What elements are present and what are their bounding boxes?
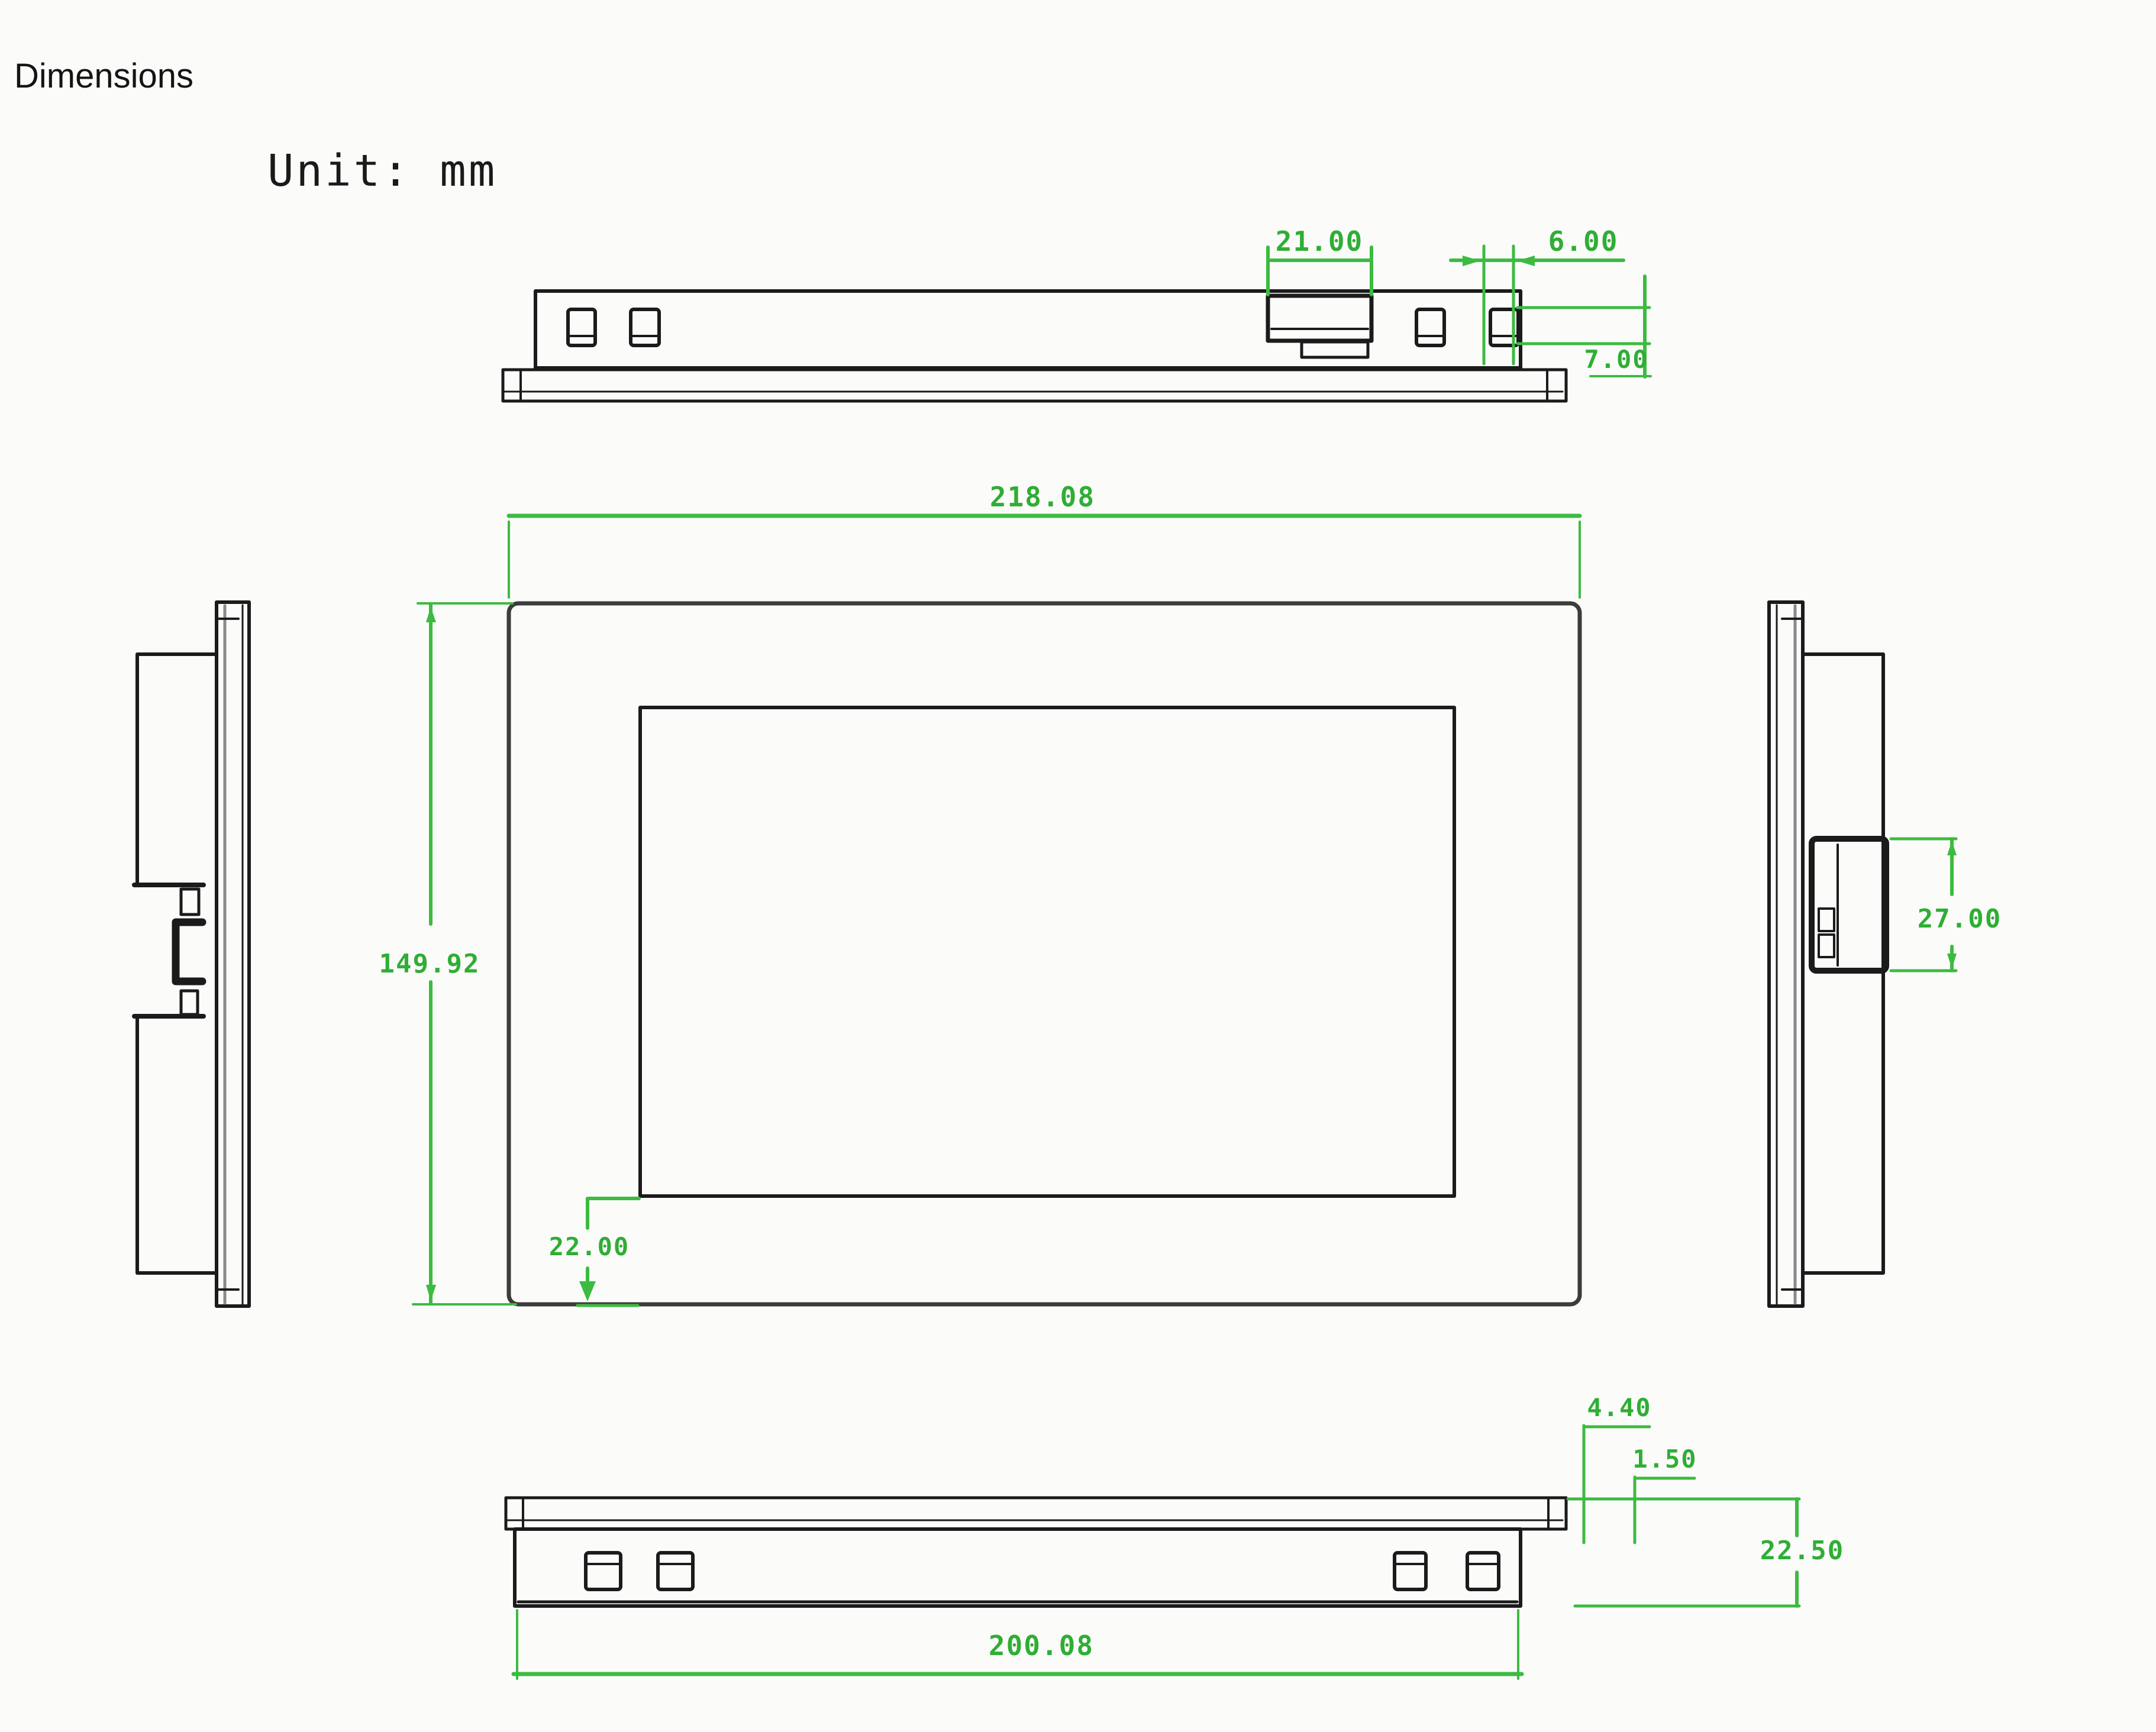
dim-bottom-panel-gap: 1.50 [1632, 1445, 1697, 1544]
dim-front-display-bottom-margin-value: 22.00 [549, 1232, 630, 1261]
top-view: 21.00 6.00 7.00 [501, 225, 1652, 403]
dim-bottom-overall-depth: 22.50 [1566, 1497, 1844, 1608]
dim-top-connector-width-value: 21.00 [1276, 225, 1363, 257]
right-case-profile [1801, 652, 1885, 1275]
dim-top-port-spacing: 6.00 [1449, 225, 1625, 366]
bottom-glass-bar [504, 1496, 1568, 1531]
dim-bottom-rear-case-width: 200.08 [511, 1609, 1524, 1680]
dim-top-case-depth-value: 7.00 [1584, 345, 1648, 374]
dim-front-overall-width: 218.08 [506, 481, 1582, 599]
dim-bottom-glass-lip-value: 4.40 [1587, 1393, 1651, 1422]
dim-front-overall-width-value: 218.08 [990, 481, 1095, 513]
top-glass-bar [501, 368, 1568, 403]
dim-bottom-rear-case-width-value: 200.08 [989, 1630, 1094, 1662]
dim-bottom-panel-gap-value: 1.50 [1632, 1445, 1697, 1474]
bottom-pin-headers [584, 1551, 1500, 1591]
front-display-window [638, 706, 1456, 1198]
bottom-view: 200.08 4.40 1.50 22.50 [504, 1393, 1844, 1680]
dim-top-connector-width: 21.00 [1266, 225, 1373, 296]
left-bezel-profile [215, 600, 251, 1308]
front-view: 218.08 149.92 22.00 [379, 481, 1582, 1307]
front-bezel-outline [506, 601, 1582, 1307]
unit-note: Unit: mm [267, 146, 497, 196]
right-connector-block [1809, 836, 1889, 974]
top-rear-case-outline [534, 289, 1522, 370]
page-title: Dimensions [14, 57, 193, 95]
left-connector-recess [172, 887, 206, 1016]
dim-bottom-glass-lip: 4.40 [1582, 1393, 1651, 1544]
dim-front-overall-height: 149.92 [379, 602, 517, 1306]
dim-front-display-bottom-margin: 22.00 [549, 1197, 641, 1307]
top-main-connector [1266, 293, 1374, 359]
right-bezel-profile [1767, 600, 1805, 1308]
dim-bottom-overall-depth-value: 22.50 [1760, 1536, 1844, 1566]
dim-right-connector-cutout-height: 27.00 [1889, 837, 2002, 972]
bottom-rear-case-outline [513, 1527, 1522, 1608]
dim-right-connector-cutout-height-value: 27.00 [1918, 904, 2002, 934]
dim-front-overall-height-value: 149.92 [379, 949, 480, 979]
left-side-view [132, 600, 251, 1308]
top-pin-headers [566, 308, 1520, 347]
left-case-profile [135, 652, 218, 1275]
dim-top-case-depth: 7.00 [1516, 274, 1652, 379]
dim-top-port-spacing-value: 6.00 [1548, 225, 1619, 257]
right-side-view: 27.00 [1767, 600, 2002, 1308]
